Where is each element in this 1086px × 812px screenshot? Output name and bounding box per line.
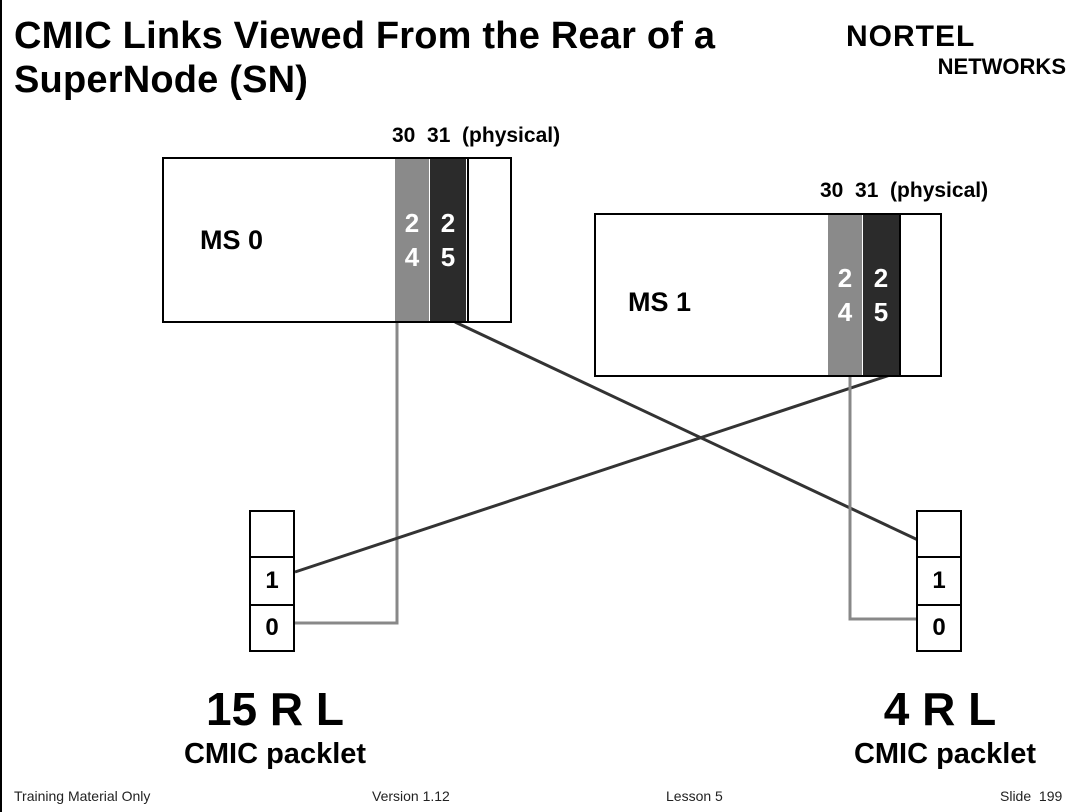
- packlet-4rl-port-0: 0: [916, 604, 962, 652]
- packlet-4rl-blank: [916, 510, 962, 558]
- ms1-slot-divider: [899, 215, 901, 375]
- footer-lesson: Lesson 5: [666, 788, 723, 804]
- ms1-slot-31-digit-2: 5: [873, 297, 889, 327]
- ms0-slot-30: 2 4: [395, 159, 429, 321]
- ms1-physical-label: 30 31 (physical): [820, 179, 989, 202]
- packlet-15rl: 1 0: [249, 510, 297, 652]
- logo-brand-bottom: NETWORKS: [937, 54, 1066, 79]
- wire-ms1-to-4rl-port0: [848, 377, 918, 621]
- ms1-shelf: MS 1 2 4 2 5: [594, 213, 942, 377]
- ms1-slot-30-digit-1: 2: [837, 263, 853, 293]
- packlet-4rl: 1 0: [916, 510, 964, 652]
- footer-version: Version 1.12: [372, 788, 450, 804]
- wire-ms0-to-4rl-port1: [454, 320, 919, 542]
- ms1-slot-31: 2 5: [863, 215, 899, 375]
- wire-ms1-to-15rl-port1: [294, 373, 891, 574]
- title-line-2: SuperNode (SN): [14, 59, 309, 101]
- packlet-4rl-port-1: 1: [916, 556, 962, 606]
- ms0-slot-30-digit-1: 2: [404, 208, 420, 238]
- nortel-logo: NORTEL NETWORKS: [846, 20, 1076, 90]
- ms1-slot-31-digit-1: 2: [873, 263, 889, 293]
- ms0-slot-31-digit-2: 5: [440, 242, 456, 272]
- packlet-15rl-port-0: 0: [249, 604, 295, 652]
- ms0-physical-label: 30 31 (physical): [392, 124, 561, 147]
- slide-title: CMIC Links Viewed From the Rear of a Sup…: [14, 14, 874, 102]
- packlet-15rl-port-1: 1: [249, 556, 295, 606]
- footer-training: Training Material Only: [14, 788, 151, 804]
- ms0-slot-31-digit-1: 2: [440, 208, 456, 238]
- packlet-15rl-label: CMIC packlet: [183, 738, 367, 770]
- title-line-1: CMIC Links Viewed From the Rear of a: [14, 15, 716, 57]
- wire-ms0-to-15rl-port0: [295, 322, 399, 625]
- ms0-slot-31: 2 5: [430, 159, 466, 321]
- logo-brand-top: NORTEL: [846, 20, 976, 53]
- ms0-label: MS 0: [200, 225, 264, 255]
- packlet-4rl-label: CMIC packlet: [853, 738, 1037, 770]
- ms0-slot-divider: [467, 159, 469, 321]
- ms1-slot-30-digit-2: 4: [837, 297, 853, 327]
- slide-border: [0, 0, 2, 812]
- ms1-label: MS 1: [628, 287, 692, 317]
- ms0-shelf: MS 0 2 4 2 5: [162, 157, 512, 323]
- ms0-slot-30-digit-2: 4: [404, 242, 420, 272]
- ms1-slot-30: 2 4: [828, 215, 862, 375]
- packlet-15rl-id: 15 R L: [205, 683, 345, 735]
- packlet-15rl-blank: [249, 510, 295, 558]
- footer-slide-number: Slide 199: [1000, 788, 1063, 804]
- packlet-4rl-id: 4 R L: [883, 683, 997, 735]
